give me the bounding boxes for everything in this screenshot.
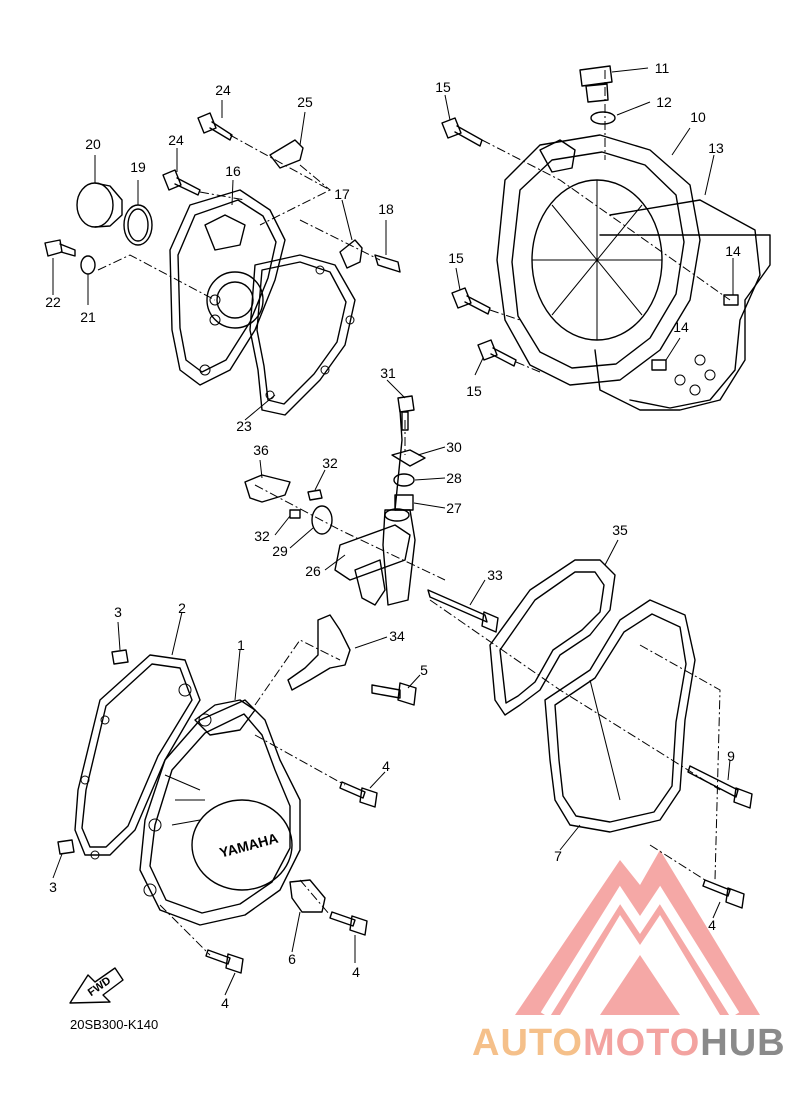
shaft-assembly (334, 409, 416, 606)
o-ring-19-inner-icon (127, 208, 149, 242)
part-label: 1 (237, 637, 245, 653)
part-label: 32 (322, 455, 338, 471)
part-label: 15 (466, 383, 482, 399)
part-label: 12 (656, 94, 672, 110)
small-cover-assembly (169, 189, 356, 416)
part-label: 23 (236, 418, 252, 434)
part-label: 7 (554, 848, 562, 864)
pin-32-low-icon (289, 509, 301, 519)
clamp-6-icon (289, 879, 326, 913)
o-ring-12-icon (590, 111, 616, 125)
part-label: 4 (708, 917, 716, 933)
dowel-3-low-icon (57, 839, 75, 855)
part-label: 4 (352, 964, 360, 980)
part-label: 9 (727, 748, 735, 764)
watermark-moto: MOTO (583, 1022, 700, 1064)
part-label: 21 (80, 309, 96, 325)
part-label: 4 (221, 995, 229, 1011)
part-labels: 1 2 3 3 4 4 4 4 5 6 7 8 9 10 11 12 13 14… (45, 60, 741, 1011)
part-label: 10 (690, 109, 706, 125)
watermark-logo-icon (515, 850, 760, 1018)
bolt-4-mid-icon (339, 781, 378, 808)
bracket-34-icon (287, 614, 351, 691)
part-label: 3 (49, 879, 57, 895)
bolt-5-icon (371, 682, 417, 706)
plug-20-icon (76, 182, 123, 228)
arm-36-icon (244, 474, 291, 503)
part-label: 27 (446, 500, 462, 516)
part-label: 14 (725, 243, 741, 259)
bolt-15-low-icon (477, 339, 517, 367)
part-label: 16 (225, 163, 241, 179)
bush-27-icon (394, 494, 414, 511)
part-label: 36 (253, 442, 269, 458)
clutch-cover-assembly (496, 134, 771, 411)
part-label: 24 (168, 132, 184, 148)
part-label: 32 (254, 528, 270, 544)
fwd-label: FWD (86, 975, 113, 999)
bolt-24-icon (197, 112, 233, 141)
sprocket-cover-assembly (489, 559, 696, 833)
part-label: 13 (708, 140, 724, 156)
plug-11-icon (579, 65, 613, 103)
part-label: 22 (45, 294, 61, 310)
part-label: 26 (305, 563, 321, 579)
part-label: 15 (435, 79, 451, 95)
bolt-24-lower-icon (162, 169, 201, 196)
bolt-31-icon (397, 395, 415, 431)
washer-21-icon (80, 255, 96, 275)
part-label: 6 (288, 951, 296, 967)
bolt-18-icon (374, 254, 401, 273)
bolt-8-icon (702, 879, 745, 909)
watermark-auto: AUTO (472, 1022, 583, 1064)
bearing-29-icon (311, 505, 333, 535)
dowel-3-top-icon (111, 649, 129, 665)
part-label: 4 (382, 758, 390, 774)
part-label: 35 (612, 522, 628, 538)
watermark-text: AUTOMOTOHUB (472, 1022, 786, 1064)
dowel-14-icon (723, 294, 739, 306)
part-label: 18 (378, 201, 394, 217)
part-label: 30 (446, 439, 462, 455)
clip-17-icon (339, 239, 363, 269)
part-label: 34 (389, 628, 405, 644)
part-label: 2 (178, 600, 186, 616)
part-label: 17 (334, 186, 350, 202)
pin-32-icon (307, 489, 323, 501)
fwd-arrow-icon: FWD (69, 967, 124, 1004)
part-label: 33 (487, 567, 503, 583)
bolt-22-icon (44, 239, 76, 257)
cover-logo-text: YAMAHA (218, 830, 280, 861)
seal-28-icon (393, 473, 415, 487)
part-label: 25 (297, 94, 313, 110)
part-label: 29 (272, 543, 288, 559)
part-label: 3 (114, 604, 122, 620)
svg-text:AUTOMOTOHUB: AUTOMOTOHUB (472, 1022, 786, 1064)
part-label: 19 (130, 159, 146, 175)
part-label: 28 (446, 470, 462, 486)
bolt-15-top-icon (441, 117, 483, 147)
washer-30-icon (391, 449, 426, 467)
part-label: 31 (380, 365, 396, 381)
bolt-4-right-icon (329, 911, 368, 936)
clamp-25-icon (269, 139, 304, 169)
bolt-15-mid-icon (451, 287, 491, 315)
part-label: 11 (655, 60, 670, 76)
part-label: 5 (420, 662, 428, 678)
generator-cover-assembly (74, 654, 301, 926)
part-label: 14 (673, 319, 689, 335)
watermark-hub: HUB (700, 1022, 785, 1064)
part-label: 24 (215, 82, 231, 98)
bolt-4-low-icon (205, 949, 244, 974)
diagram-code: 20SB300-K140 (70, 1017, 158, 1032)
dowel-14-low-icon (651, 359, 667, 371)
part-label: 15 (448, 250, 464, 266)
bolt-33-icon (427, 589, 499, 633)
part-label: 20 (85, 136, 101, 152)
bolt-9-icon (687, 765, 753, 809)
